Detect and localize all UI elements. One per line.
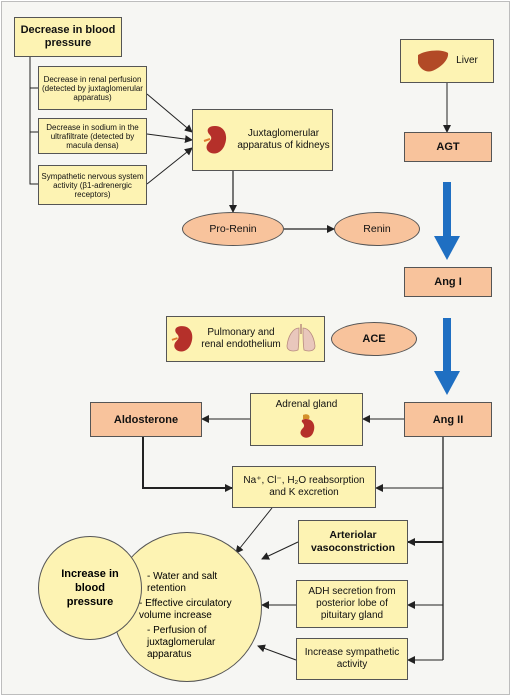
- increase-symp-box: Increase sympathetic activity: [296, 638, 408, 680]
- adrenal-box: Adrenal gland: [250, 393, 363, 446]
- ang2-box: Ang II: [404, 402, 492, 437]
- ace-label: ACE: [362, 333, 386, 345]
- increase-symp-label: Increase sympathetic activity: [304, 647, 400, 670]
- arteriolar-label: Arteriolar vasoconstriction: [310, 529, 396, 554]
- pulmonary-label: Pulmonary and renal endothelium: [201, 327, 281, 350]
- bp-bracket-line: [29, 57, 38, 185]
- jga-box: Juxtaglomerular apparatus of kidneys: [192, 109, 333, 171]
- increase-bp-label: Increase in blood pressure: [61, 568, 119, 608]
- ang1-label: Ang I: [434, 276, 462, 288]
- liver-icon: [418, 50, 449, 72]
- arrow-renal-to-jga: [146, 93, 193, 133]
- ang2-label: Ang II: [432, 413, 464, 426]
- jga-label: Juxtaglomerular apparatus of kidneys: [237, 128, 330, 151]
- reabsorption-line1: Na⁺, Cl⁻, H₂O reabsorption: [243, 475, 365, 486]
- effect-circulatory-volume: - Effective circulatory volume increase: [139, 598, 232, 621]
- renal-perfusion-box: Decrease in renal perfusion (detected by…: [38, 66, 147, 110]
- arrow-aldosterone-to-reabsorption: [142, 437, 233, 492]
- agt-label: AGT: [436, 141, 460, 153]
- kidney-icon: [203, 126, 227, 154]
- ang1-box: Ang I: [404, 267, 492, 297]
- effect-perfusion-jga: - Perfusion of juxtaglomerular apparatus: [147, 625, 216, 660]
- sodium-label: Decrease in sodium in the ultrafiltrate …: [46, 122, 139, 150]
- sympathetic-box: Sympathetic nervous system activity (β1-…: [38, 165, 147, 205]
- kidney-icon: [171, 326, 193, 352]
- reabsorption-line2: and K excretion: [269, 487, 339, 498]
- decrease-bp-box: Decrease in blood pressure: [14, 17, 122, 57]
- adh-label: ADH secretion from posterior lobe of pit…: [308, 586, 396, 621]
- liver-label: Liver: [456, 55, 478, 66]
- prorenin-oval: Pro-Renin: [182, 212, 284, 246]
- renal-perfusion-label: Decrease in renal perfusion (detected by…: [42, 74, 143, 102]
- increase-bp-circle: Increase in blood pressure: [38, 536, 142, 640]
- agt-box: AGT: [404, 132, 492, 162]
- arrow-sodium-to-jga: [146, 133, 193, 144]
- aldosterone-box: Aldosterone: [90, 402, 202, 437]
- arrow-symp-to-circle: [257, 644, 297, 661]
- blue-arrow-agt-to-ang1: [434, 182, 460, 260]
- decrease-bp-label: Decrease in blood pressure: [20, 24, 116, 49]
- renin-label: Renin: [363, 223, 391, 235]
- adrenal-label: Adrenal gland: [275, 399, 338, 410]
- adrenal-kidney-icon: [299, 414, 314, 438]
- aldosterone-label: Aldosterone: [113, 413, 179, 426]
- pulmonary-box: Pulmonary and renal endothelium: [166, 316, 325, 362]
- effects-list: - Water and salt retention - Effective c…: [139, 571, 247, 661]
- blue-arrow-ang1-to-ang2: [434, 318, 460, 395]
- ace-oval: ACE: [331, 322, 417, 356]
- sympathetic-label: Sympathetic nervous system activity (β1-…: [41, 171, 144, 199]
- reabsorption-box: Na⁺, Cl⁻, H₂O reabsorption and K excreti…: [232, 466, 376, 508]
- adh-box: ADH secretion from posterior lobe of pit…: [296, 580, 408, 628]
- arteriolar-box: Arteriolar vasoconstriction: [298, 520, 408, 564]
- sodium-box: Decrease in sodium in the ultrafiltrate …: [38, 118, 147, 154]
- prorenin-label: Pro-Renin: [209, 223, 257, 235]
- arrow-reabsorption-to-circle: [235, 507, 273, 554]
- liver-box: Liver: [400, 39, 494, 83]
- renin-oval: Renin: [334, 212, 420, 246]
- effect-water-salt: - Water and salt retention: [147, 571, 218, 594]
- lungs-icon: [286, 324, 316, 352]
- arrow-arteriolar-to-circle: [261, 541, 299, 560]
- arrow-symp-to-jga: [146, 147, 193, 185]
